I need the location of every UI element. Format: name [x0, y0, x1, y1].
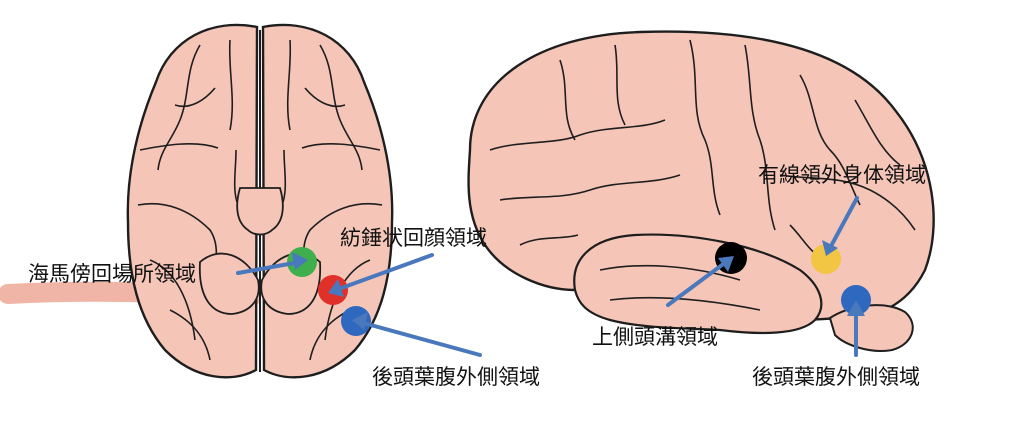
label-lateral-occipital-left: 後頭葉腹外側領域 [372, 365, 540, 389]
label-extrastriate-body-area: 有線領外身体領域 [758, 163, 926, 187]
label-superior-temporal-sulcus: 上側頭溝領域 [592, 325, 718, 349]
label-fusiform-face-area: 紡錘状回顔領域 [340, 226, 487, 250]
ffa-arrow [334, 253, 434, 292]
eba-marker [811, 244, 841, 274]
lateral-sulci [489, 39, 916, 311]
brainstem [236, 187, 284, 236]
lo-right-arrow-head [847, 300, 865, 316]
eba-arrow-head [822, 240, 838, 256]
ventral-brain [126, 23, 394, 379]
eba-arrow [828, 196, 859, 250]
cerebellum [199, 252, 260, 315]
lo-left-arrow [358, 320, 482, 357]
label-parahippocampal-place-area: 海馬傍回場所領域 [28, 262, 196, 286]
arrow-heads [292, 240, 865, 330]
lo-left-arrow-head [352, 312, 368, 330]
ppa-arrow [236, 260, 302, 275]
ppa-arrow-head [292, 252, 308, 270]
sts-arrow [666, 260, 728, 307]
lateral-cerebellum [828, 304, 914, 352]
ffa-arrow-head [328, 279, 344, 297]
sts-arrow-head [718, 256, 734, 272]
label-lateral-occipital-right: 後頭葉腹外側領域 [752, 365, 920, 389]
ventral-gyri [137, 39, 383, 361]
